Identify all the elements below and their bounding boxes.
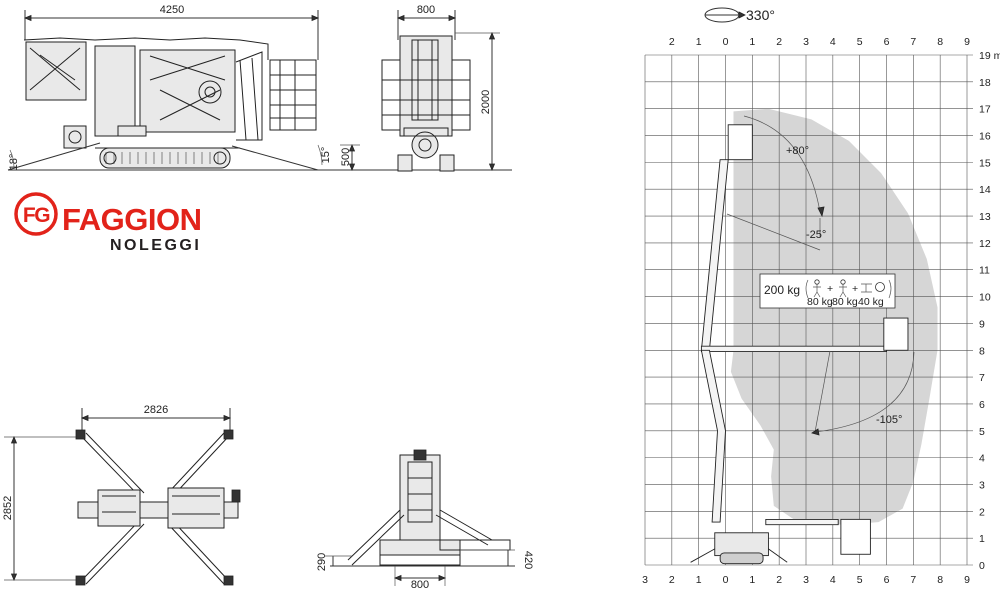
top-view: 2826 2852 — [2, 404, 241, 586]
y-tick-label: 19 m — [979, 50, 1000, 62]
load-person-2: 80 kg — [832, 296, 858, 308]
platform-mid — [883, 317, 909, 351]
y-tick-label: 15 — [979, 157, 991, 169]
tools-icon — [861, 282, 885, 293]
x-tick-label-top: 8 — [937, 36, 943, 48]
x-tick-label-top: 9 — [964, 36, 970, 48]
y-tick-label: 6 — [979, 399, 985, 411]
x-tick-label-top: 6 — [884, 36, 890, 48]
y-tick-label: 11 — [979, 265, 990, 277]
y-tick-label: 14 — [979, 184, 991, 196]
top-width-label: 2826 — [144, 404, 168, 416]
x-tick-label-bottom: 4 — [830, 574, 836, 586]
x-tick-label-bottom: 2 — [669, 574, 675, 586]
y-tick-label: 16 — [979, 131, 991, 143]
front-view: 800 2000 — [381, 4, 500, 172]
x-tick-label-bottom: 8 — [937, 574, 943, 586]
load-tools: 40 kg — [858, 296, 884, 308]
angle-rear-label: 15° — [320, 147, 332, 164]
rear-right-height-label: 420 — [522, 551, 534, 569]
svg-text:+: + — [827, 283, 833, 295]
x-tick-label-bottom: 0 — [723, 574, 729, 586]
side-view: 4250 18° 15° 500 — [7, 4, 512, 172]
rear-width-label: 800 — [411, 579, 429, 591]
grid — [644, 54, 973, 566]
x-tick-label-top: 5 — [857, 36, 863, 48]
ground-clearance-label: 500 — [340, 148, 352, 166]
side-length-label: 4250 — [160, 4, 184, 16]
x-tick-label-bottom: 3 — [803, 574, 809, 586]
angle-annotations: +80° -25° -105° — [726, 115, 915, 436]
x-tick-label-bottom: 9 — [964, 574, 970, 586]
lower-jib — [765, 518, 839, 526]
x-tick-label-top: 1 — [696, 36, 702, 48]
x-tick-label-bottom: 6 — [884, 574, 890, 586]
outriggers — [690, 548, 788, 563]
y-tick-label: 8 — [979, 345, 985, 357]
person-icon — [813, 279, 821, 298]
y-tick-label: 12 — [979, 238, 991, 250]
y-tick-label: 4 — [979, 453, 985, 465]
y-tick-label: 9 — [979, 318, 985, 330]
angle-minus25: -25° — [806, 229, 826, 241]
tracks — [719, 552, 764, 565]
lower-boom — [700, 349, 726, 523]
front-width-label: 800 — [417, 4, 435, 16]
y-tick-label: 0 — [979, 560, 985, 572]
x-tick-label-top: 7 — [910, 36, 916, 48]
y-tick-label: 2 — [979, 506, 985, 518]
y-tick-label: 7 — [979, 372, 985, 384]
y-tick-label: 3 — [979, 479, 985, 491]
x-axis-top: 2 1 0 1 2 3 4 5 6 7 8 9 — [669, 36, 970, 48]
load-capacity-label: 200 kg — [764, 283, 800, 297]
x-tick-label-bottom: 1 — [696, 574, 702, 586]
x-axis-bottom: 3 2 1 0 1 2 3 4 5 6 7 8 9 — [642, 574, 970, 586]
svg-text:+: + — [852, 283, 858, 295]
upper-boom — [700, 159, 729, 351]
load-person-1: 80 kg — [807, 296, 833, 308]
angle-plus80: +80° — [786, 145, 809, 157]
rotation-indicator: 330° — [704, 7, 775, 23]
working-area-fill — [730, 108, 938, 525]
x-tick-label-bottom: 3 — [642, 574, 648, 586]
horizontal-boom — [700, 345, 887, 353]
working-area-shape — [730, 108, 938, 525]
person-icon — [839, 279, 847, 298]
faggion-logo: FG FAGGION NOLEGGI — [14, 192, 202, 254]
rear-view: 290 420 800 — [316, 449, 534, 591]
x-tick-label-bottom: 5 — [857, 574, 863, 586]
x-tick-label-bottom: 2 — [776, 574, 782, 586]
y-tick-label: 17 — [979, 104, 991, 116]
platform-low — [840, 518, 871, 555]
x-tick-label-top: 2 — [776, 36, 782, 48]
x-tick-label-bottom: 1 — [749, 574, 755, 586]
x-tick-label-top: 3 — [803, 36, 809, 48]
logo-monogram: FG — [23, 204, 50, 227]
x-tick-label-top: 2 — [669, 36, 675, 48]
side-height-label: 2000 — [480, 90, 492, 114]
x-tick-label-top: 0 — [723, 36, 729, 48]
logo-name: FAGGION — [62, 202, 201, 237]
top-length-label: 2852 — [2, 496, 14, 520]
y-tick-label: 18 — [979, 77, 991, 89]
y-tick-label: 1 — [979, 533, 985, 545]
y-tick-label: 13 — [979, 211, 991, 223]
x-tick-label-bottom: 7 — [910, 574, 916, 586]
y-tick-label: 5 — [979, 426, 985, 438]
rotation-label: 330° — [746, 7, 775, 23]
platform-top — [727, 124, 753, 161]
chassis — [714, 532, 769, 557]
angle-minus105: -105° — [876, 414, 902, 426]
x-tick-label-top: 4 — [830, 36, 836, 48]
boom-drawing — [690, 124, 909, 565]
y-tick-label: 10 — [979, 292, 991, 304]
x-tick-label-top: 1 — [749, 36, 755, 48]
rear-left-height-label: 290 — [316, 553, 328, 571]
load-capacity-box: 200 kg + + 80 kg 80 kg 40 kg — [759, 273, 896, 309]
angle-front-label: 18° — [8, 154, 20, 171]
logo-subtitle: NOLEGGI — [110, 237, 201, 254]
